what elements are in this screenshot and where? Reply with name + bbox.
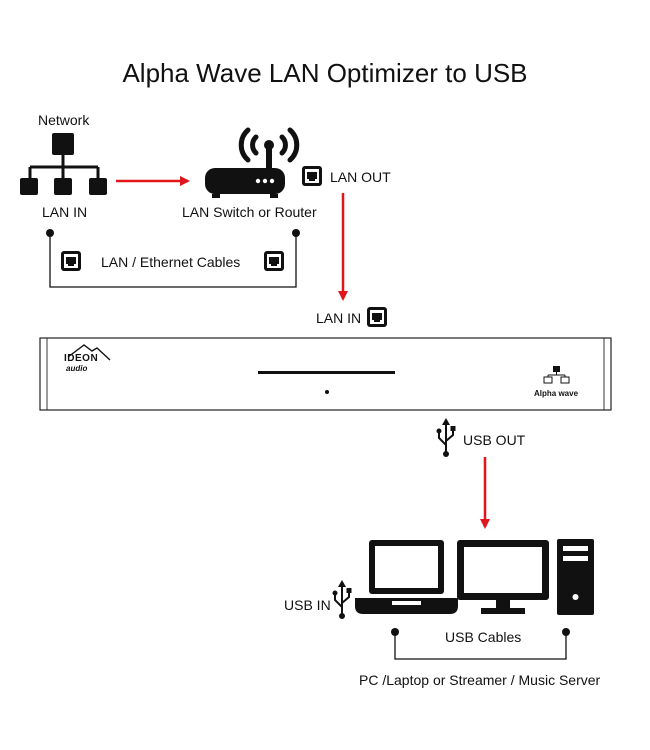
network-icon: [20, 133, 107, 195]
device-network-icon: [543, 366, 570, 384]
tower-icon: [557, 539, 594, 615]
monitor-icon: [457, 540, 549, 614]
laptop-icon: [355, 540, 458, 614]
usb-cable-line: [391, 628, 570, 660]
ethernet-port-icon: [264, 251, 284, 271]
ethernet-cables-label: LAN / Ethernet Cables: [101, 254, 241, 270]
usb-cables-label: USB Cables: [445, 629, 522, 645]
alpha-wave-device: [39, 337, 612, 411]
ethernet-port-icon: [367, 307, 387, 327]
router-label: LAN Switch or Router: [182, 204, 317, 220]
usb-icon: [436, 418, 456, 457]
usb-in-label: USB IN: [284, 597, 331, 613]
router-icon: [205, 127, 300, 198]
device-lan-in-label: LAN IN: [316, 310, 362, 326]
ideon-logo: IDEON: [64, 353, 99, 364]
diagram-title: Alpha Wave LAN Optimizer to USB: [122, 58, 528, 88]
pc-caption-label: PC /Laptop or Streamer / Music Server: [359, 672, 601, 688]
ethernet-port-icon: [61, 251, 81, 271]
lan-in-label: LAN IN: [42, 204, 88, 220]
usb-out-label: USB OUT: [463, 432, 526, 448]
ideon-logo-sub: audio: [66, 364, 88, 373]
device-model-label: Alpha wave: [534, 389, 579, 398]
network-label: Network: [38, 112, 90, 128]
usb-icon: [332, 580, 352, 619]
ethernet-port-icon: [302, 166, 322, 186]
ethernet-cable-line: [46, 229, 300, 288]
ideon-logo-icon: [67, 344, 111, 361]
lan-out-label: LAN OUT: [330, 169, 391, 185]
